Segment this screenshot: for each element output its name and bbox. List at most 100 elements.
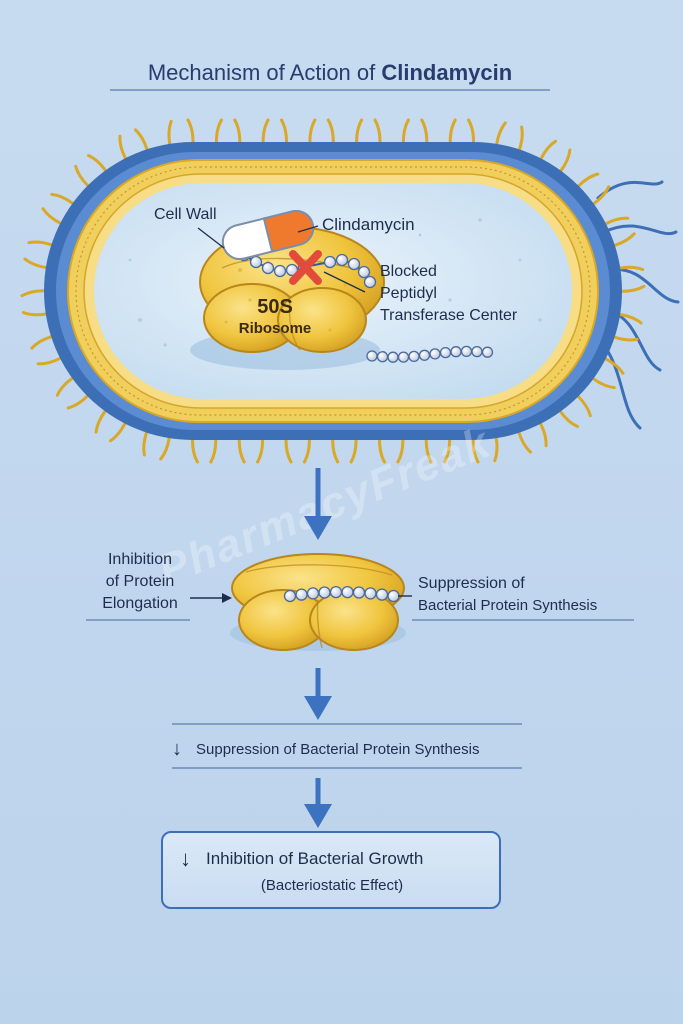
pilus-spike xyxy=(27,240,53,247)
pilus-spike xyxy=(518,125,524,151)
amino-acid-bead xyxy=(306,587,320,600)
pilus-spike xyxy=(167,119,173,146)
blocked-x-icon xyxy=(289,250,322,285)
pilus-spike xyxy=(23,257,48,269)
amino-acid-bead xyxy=(261,261,275,275)
amino-acid-bead xyxy=(363,275,377,289)
pilus-spike xyxy=(591,377,616,390)
amino-acid-bead xyxy=(357,265,371,279)
pilus-spike xyxy=(443,438,452,464)
cell-wall-label: Cell Wall xyxy=(154,206,217,223)
amino-acid-bead xyxy=(471,345,483,358)
peptide-chain-mid xyxy=(283,585,400,603)
amino-acid-bead xyxy=(366,350,378,362)
step1-text: Suppression of Bacterial Protein Synthes… xyxy=(196,741,479,758)
amino-acid-bead xyxy=(283,589,297,603)
title-drug: Clindamycin xyxy=(381,60,512,85)
pilus-spike xyxy=(237,438,246,464)
pilus-spike xyxy=(308,118,317,144)
suppression-label-2: Bacterial Protein Synthesis xyxy=(418,597,597,614)
amino-acid-bead xyxy=(323,255,337,269)
pilus-spike xyxy=(349,438,358,464)
elongation-pointer-arrow xyxy=(190,593,232,603)
amino-acid-bead xyxy=(375,588,389,601)
pilus-spike xyxy=(21,311,48,317)
pilus-spike xyxy=(604,357,625,375)
pilus-spike xyxy=(256,438,265,464)
pilus-spike xyxy=(613,232,636,247)
amino-acid-bead xyxy=(376,351,389,363)
flow-arrow-1 xyxy=(304,468,332,540)
clindamycin-capsule-icon xyxy=(221,209,315,261)
page-title: Mechanism of Action of Clindamycin xyxy=(148,60,512,85)
amino-acid-bead xyxy=(341,585,354,599)
result-down-icon: ↓ xyxy=(180,846,191,871)
amino-acid-bead xyxy=(387,589,400,603)
pilus-spike xyxy=(378,438,386,464)
pilus-spike xyxy=(134,128,149,151)
pilus-spike xyxy=(159,436,171,461)
pilus-spike xyxy=(280,118,288,144)
pilus-spike xyxy=(30,335,53,350)
result-line-2: (Bacteriostatic Effect) xyxy=(261,877,403,894)
pilus-spike xyxy=(190,438,199,464)
pilus-spike xyxy=(576,395,592,418)
amino-acid-bead xyxy=(318,586,331,599)
amino-acid-bead xyxy=(450,346,462,358)
pilus-spike xyxy=(467,118,476,144)
amino-acid-bead xyxy=(364,587,377,600)
pilus-spike xyxy=(592,185,611,206)
pilus-spike xyxy=(36,356,62,366)
amino-acid-bead xyxy=(273,264,287,278)
amino-acid-bead xyxy=(481,346,494,358)
amino-acid-bead xyxy=(418,349,431,361)
pilus-spike xyxy=(396,438,405,464)
elongation-label-2: of Protein xyxy=(106,573,174,590)
ribosome-lobe-right xyxy=(277,287,367,353)
blocked-label-1: Blocked xyxy=(380,263,437,280)
pilus-spike xyxy=(41,207,62,225)
pilus-spike xyxy=(355,118,364,144)
amino-acid-bead xyxy=(429,348,441,360)
pilus-spike xyxy=(517,431,532,454)
amino-acid-bead xyxy=(295,588,308,601)
amino-acid-bead xyxy=(408,350,420,363)
pilus-spike xyxy=(284,438,293,464)
pilus-spike xyxy=(74,164,90,187)
pilus-spike xyxy=(618,265,645,271)
pilus-spike xyxy=(109,422,127,443)
pilus-spike xyxy=(495,121,507,146)
pilus-spike xyxy=(539,422,548,448)
ribosome-texture xyxy=(224,260,362,332)
amino-acid-bead xyxy=(249,255,263,269)
pilus-spike xyxy=(233,118,242,144)
pilus-spike xyxy=(20,289,46,298)
pilus-spike xyxy=(577,172,600,188)
pilus-spike xyxy=(50,192,75,205)
pilus-spike xyxy=(401,118,410,144)
flow-arrow-3 xyxy=(304,778,332,828)
title-prefix: Mechanism of Action of xyxy=(148,60,382,85)
released-peptide-chain xyxy=(366,345,494,363)
pilus-spike xyxy=(55,376,74,397)
result-box: ↓ Inhibition of Bacterial Growth (Bacter… xyxy=(161,831,501,909)
pilus-spike xyxy=(559,410,579,428)
pilus-spike xyxy=(559,148,572,173)
cell-wall-dash xyxy=(75,166,591,416)
pilus-spike xyxy=(261,118,270,144)
pilus-spike xyxy=(87,154,107,172)
pilus-spike xyxy=(209,438,218,464)
pilus-spike xyxy=(448,118,457,144)
pilus-spike xyxy=(493,436,499,463)
amino-acid-bead xyxy=(352,586,366,599)
ribosome-label-ribosome: Ribosome xyxy=(239,320,312,337)
blocked-label-2: Peptidyl xyxy=(380,285,437,302)
pilus-spike xyxy=(620,284,646,293)
pilus-spike xyxy=(66,394,89,410)
pilus-spike xyxy=(373,118,382,144)
pilus-spike xyxy=(326,118,335,144)
clindamycin-label: Clindamycin xyxy=(322,215,415,234)
pilus-spike xyxy=(420,118,429,144)
pilus-spike xyxy=(118,134,127,160)
bacterial-cell: 50S Ribosome Cell Wall Clindamycin Block… xyxy=(20,118,680,464)
